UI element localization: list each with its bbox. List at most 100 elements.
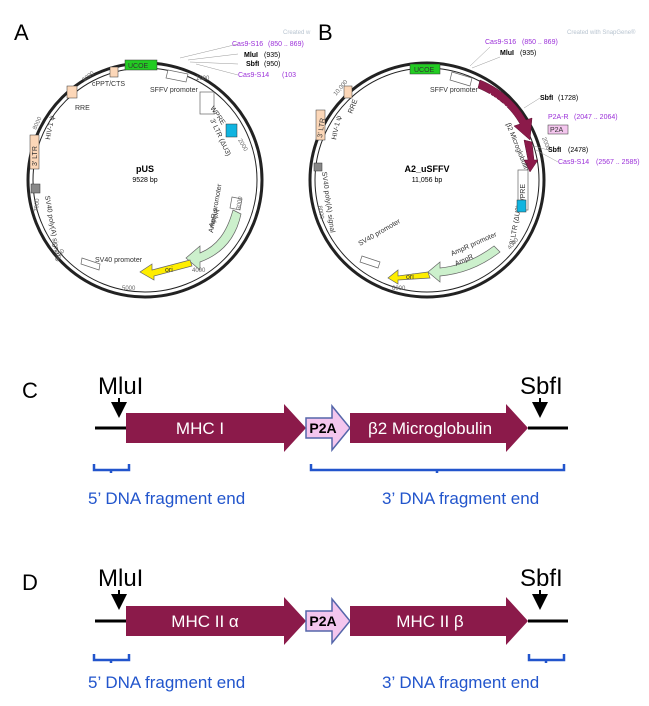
ucoe-label: UCOE [128,63,149,70]
sbfi-label-c: SbfI [520,373,563,400]
sbfi-pos-b2: (2478) [568,147,588,154]
rre-feature-b [343,85,353,99]
mhc-ii-beta-label: MHC II β [396,612,464,631]
panel-label-b: B [318,20,333,45]
sv40prom-feature-b [359,255,381,269]
cas9-s14-pos-b: (2567 .. 2585) [596,159,640,166]
right-fragment-bracket-c [309,464,566,473]
mlui-label-c: MluI [98,373,143,400]
b2m-feature [523,139,539,173]
ampr-label: AmpR [208,208,221,229]
mhc-i-arrow [126,404,306,452]
wpre-ltr-feature [225,123,238,138]
hiv-label: HIV-1 ψ [45,115,56,140]
sbfi-label-b2: SbfI [548,147,561,154]
mhc-ii-alpha-arrow [126,597,306,645]
rre-label: RRE [75,105,90,112]
ucoe-label-b: UCOE [414,67,435,74]
panel-a: A Created w UCOE cPPT/CTS RRE 3' LTR HIV… [14,20,311,299]
sffv-label: SFFV promoter [150,87,199,94]
ori-label: ori [165,267,173,274]
plasmid-name-b: A2_uSFFV [404,164,449,174]
right-fragment-label-d: 3’ DNA fragment end [382,673,539,692]
b2m-label-c: β2 Microglobulin [368,419,492,438]
ltr3-label-b: 3' LTR [317,118,327,139]
p2ar-pos-b: (2047 .. 2064) [574,114,618,121]
left-fragment-label-c: 5’ DNA fragment end [88,489,245,508]
tick-b-8000: 8000 [316,205,324,220]
sv40prom-label: SV40 promoter [95,257,143,264]
sv40polya-label: SV40 poly(A) signal [43,195,61,257]
ori-feature [139,259,193,281]
watermark-b: Created with SnapGene® [567,29,636,36]
p2a-arrow-c [305,403,351,453]
panel-c: C MluI SbfI MHC I P2A β2 Microglobulin 5… [22,373,568,508]
hiv-label-b: HIV-1 ψ [331,115,343,140]
polya-feature-b [313,162,323,172]
cas9-s16-pos-b: (850 .. 869) [522,39,558,46]
p2a-label-b: P2A [550,127,564,134]
ori-label-b: ori [406,274,414,281]
panel-label-d: D [22,570,38,595]
watermark-a: Created w [283,30,311,36]
mlui-label-a: MluI [244,52,258,59]
right-fragment-bracket-d [527,654,566,663]
left-fragment-bracket-d [92,654,131,663]
ucoe-feature-b [409,63,441,75]
cas9-s14-label-a: Cas9-S14 [238,72,269,79]
ori-feature-b [387,269,431,285]
plasmid-size-b: 11,056 bp [412,177,443,184]
panel-label-a: A [14,20,29,45]
ltr3-label: 3' LTR [32,146,39,166]
wpre-label-b: WPRE [520,184,527,205]
panel-d: D MluI SbfI MHC II α P2A MHC II β 5’ DNA… [22,565,568,692]
ltr3-feature-b [315,109,326,141]
plasmid-size-a: 9528 bp [132,177,157,184]
p2a-arrow-d [305,596,351,646]
tick-b-2000: 2000 [540,137,551,152]
ltr3-feature [29,134,40,170]
wpre-ltr-feature-b [516,199,527,213]
sbfi-label-b1: SbfI [540,95,553,102]
tick-a-4000: 4000 [192,268,206,274]
mlui-label-b: MluI [500,50,514,57]
mlui-label-d: MluI [98,565,143,592]
sbfi-label-a: SbfI [246,61,259,68]
cas9-s16-label-a: Cas9-S16 [232,41,263,48]
p2a-label-d: P2A [309,613,336,629]
plasmid-name-a: pUS [136,164,154,174]
sv40prom-feature [80,257,101,271]
wpre-feature [199,91,215,115]
sbfi-pos-a: (950) [264,61,280,68]
cas9-s16-label-b: Cas9-S16 [485,39,516,46]
sv40polya-label-b: SV40 poly(A) signal [320,171,336,233]
b2m-arrow [350,404,528,452]
mhc-ii-beta-arrow [350,597,528,645]
tick-a-3000: 3000 [236,196,244,211]
right-fragment-label-c: 3’ DNA fragment end [382,489,539,508]
tick-a-1000: 1000 [196,76,210,82]
cas9-s16-pos-a: (850 .. 869) [268,41,304,48]
rre-feature [66,85,78,99]
tick-a-7000: 7000 [34,198,41,212]
cas9-s14-label-b: Cas9-S14 [558,159,589,166]
sbfi-pos-b1: (1728) [558,95,578,102]
tick-b-6000: 6000 [392,286,406,292]
tick-a-5000: 5000 [122,286,136,292]
left-fragment-label-d: 5’ DNA fragment end [88,673,245,692]
cppt-feature [109,66,119,78]
cas9-s14-pos-a: (103 [282,72,296,79]
a0201-feature [477,79,533,141]
mhc-i-label: MHC I [176,419,224,438]
panel-label-c: C [22,378,38,403]
panel-b: B Created with SnapGene® UCOE 3' LTR HIV… [308,20,640,299]
tick-a-8000: 8000 [32,116,43,131]
mlui-pos-b: (935) [520,50,536,57]
left-fragment-bracket-c [92,464,131,473]
sffv-label-b: SFFV promoter [430,87,479,94]
cppt-label: cPPT/CTS [92,81,125,88]
sffv-feature-b [449,71,473,87]
p2ar-label-b: P2A-R [548,114,569,121]
ampr-prom-feature [229,196,243,211]
